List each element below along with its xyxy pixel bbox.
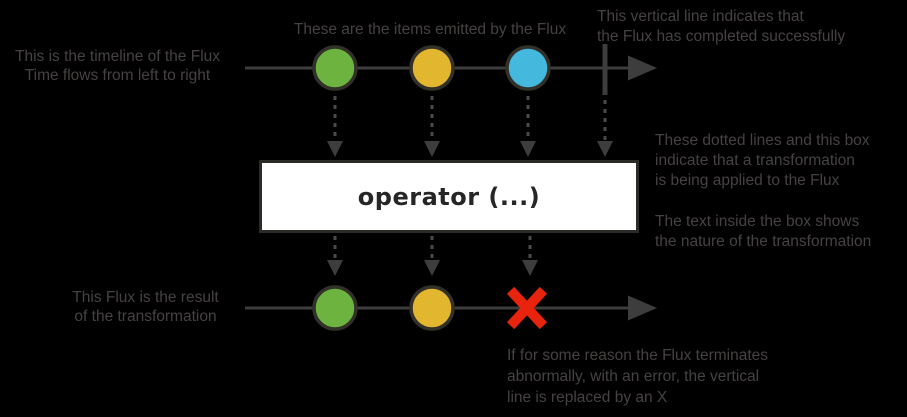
- annotation-box-text: The text inside the box shows the nature…: [655, 213, 872, 250]
- annotation-complete: This vertical line indicates that the Fl…: [597, 8, 846, 45]
- result-timeline-arrowhead-icon: [628, 295, 657, 321]
- annotation-timeline: This is the timeline of the Flux Time fl…: [14, 48, 221, 84]
- marble-green-result: [312, 285, 358, 331]
- error-x-icon: [506, 286, 548, 330]
- marble-yellow-result: [409, 285, 455, 331]
- source-timeline: [245, 44, 657, 95]
- dotted-arrowhead-icon: [520, 141, 536, 157]
- operator-box: operator (...): [259, 160, 639, 233]
- source-timeline-arrowhead-icon: [628, 55, 657, 81]
- dotted-arrowhead-icon: [597, 141, 613, 157]
- operator-label: operator (...): [357, 182, 541, 211]
- dotted-arrowhead-icon: [424, 260, 440, 276]
- annotation-transformation: These dotted lines and this box indicate…: [655, 132, 870, 189]
- dotted-arrows-into-operator: [327, 96, 613, 157]
- marble-green-source: [312, 45, 358, 91]
- dotted-arrowhead-icon: [522, 260, 538, 276]
- dotted-arrowhead-icon: [327, 260, 343, 276]
- dotted-arrowhead-icon: [424, 141, 440, 157]
- marble-blue-source: [505, 45, 551, 91]
- dotted-arrows-out-of-operator: [327, 236, 538, 276]
- annotation-error: If for some reason the Flux terminates a…: [507, 347, 769, 406]
- annotation-result: This Flux is the result of the transform…: [72, 289, 219, 325]
- result-timeline: [245, 285, 657, 331]
- marble-yellow-source: [409, 45, 455, 91]
- annotation-items: These are the items emitted by the Flux: [293, 21, 567, 38]
- dotted-arrowhead-icon: [327, 141, 343, 157]
